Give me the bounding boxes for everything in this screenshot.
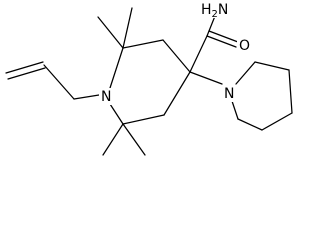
allyl-terminal-double-bond-b (7, 67, 46, 80)
carbonyl-oxygen-label-background (237, 37, 253, 54)
upper-methyl-left (97, 16, 124, 49)
piperidine-bond-c4-c5 (261, 112, 293, 131)
amide-nitrogen-label-background (200, 1, 238, 18)
amide-nitrogen-symbol: N (218, 2, 228, 18)
piperidine-bond-n-c2 (235, 61, 256, 85)
upper-methyl-right (122, 7, 133, 49)
piperidine-bond-c2-c3 (254, 61, 290, 71)
allyl-single-bond-upper (43, 64, 75, 100)
piperidine-bond-c3-c4 (288, 69, 293, 114)
piperidine-nitrogen-label-background (223, 85, 238, 102)
ring-bond-c6-n (109, 103, 124, 125)
quaternary-carbon-to-piperidine-nitrogen (189, 71, 223, 85)
piperidine-bond-c5-c6 (237, 118, 263, 131)
ring-bond-n-c2 (109, 47, 124, 89)
ring-bond-c4-c5 (163, 71, 191, 116)
molecule-drawing: H2N O N N (5, 1, 293, 156)
structure-svg: H2N O N N (5, 1, 293, 156)
amide-hydrogen-symbol: H (201, 2, 212, 18)
lower-methyl-left (102, 123, 124, 156)
piperidine-bond-c6-n (231, 100, 239, 120)
carbonyl-double-bond-a (206, 35, 237, 48)
atom-labels: H2N O N N (99, 1, 253, 105)
lower-methyl-right (122, 123, 146, 156)
ring-bond-c3-c4 (162, 39, 191, 73)
amide-hydrogen-subscript: 2 (212, 9, 218, 20)
ring-bond-c5-c6 (122, 114, 165, 125)
quaternary-carbon-to-carbonyl (189, 35, 208, 73)
allyl-terminal-double-bond-a (5, 61, 44, 74)
carbonyl-to-amide-nitrogen (206, 15, 216, 37)
ring-nitrogen-label-background (99, 88, 114, 105)
allyl-single-bond-to-nitrogen (73, 94, 100, 100)
carbonyl-oxygen-label: O (239, 38, 250, 54)
carbonyl-double-bond-b (208, 30, 239, 43)
piperidine-nitrogen-label: N (224, 86, 234, 102)
ring-nitrogen-label: N (101, 89, 111, 105)
amide-nitrogen-label: H2N (201, 2, 228, 20)
bond-lines (5, 7, 293, 156)
ring-bond-c2-c3 (122, 39, 164, 49)
